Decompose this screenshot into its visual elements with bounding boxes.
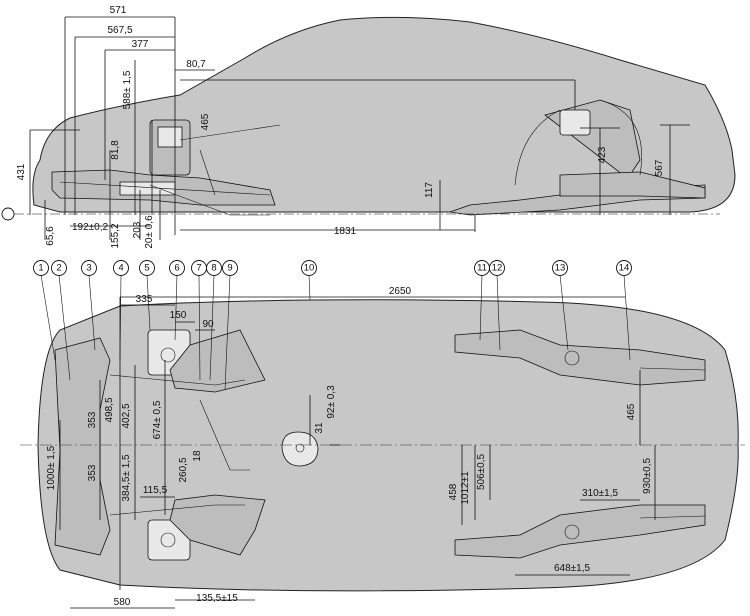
dim-431: 431 xyxy=(16,163,27,180)
callout-11-label: 11 xyxy=(477,263,487,274)
callout-8-label: 8 xyxy=(211,263,216,274)
callout-7: 7 xyxy=(191,260,207,276)
callout-13-label: 13 xyxy=(555,263,566,274)
callout-5-label: 5 xyxy=(144,263,149,274)
callout-1: 1 xyxy=(33,260,49,276)
dim-1000: 1000± 1,5 xyxy=(46,445,57,490)
dim-81-8: 81,8 xyxy=(110,140,121,160)
dim-310: 310±1,5 xyxy=(582,488,619,499)
callout-4: 4 xyxy=(113,260,129,276)
dim-31: 31 xyxy=(314,422,325,434)
callout-14: 14 xyxy=(616,260,632,276)
dim-588: 588± 1,5 xyxy=(122,70,133,109)
dim-192: 192±0,2 xyxy=(72,222,109,233)
callout-4-label: 4 xyxy=(118,263,123,274)
callout-12: 12 xyxy=(489,260,505,276)
dim-260-5: 260,5 xyxy=(178,457,189,482)
dim-384-5: 384,5± 1,5 xyxy=(121,454,132,502)
dim-115-5: 115,5 xyxy=(143,485,168,496)
dim-674: 674± 0,5 xyxy=(152,400,163,439)
dim-20-6: 20± 0,6 xyxy=(144,215,155,249)
callout-12-label: 12 xyxy=(492,263,503,274)
dim-150: 150 xyxy=(170,310,187,321)
dim-335: 335 xyxy=(136,294,153,305)
dim-377: 377 xyxy=(132,39,149,50)
callout-10-label: 10 xyxy=(304,263,315,274)
dim-65-6: 65,6 xyxy=(45,226,56,246)
callout-leaders xyxy=(40,274,631,391)
dim-353-bottom: 353 xyxy=(87,464,98,481)
dim-18: 18 xyxy=(192,450,203,462)
dim-458: 458 xyxy=(448,483,459,500)
callout-9-label: 9 xyxy=(227,263,232,274)
dim-90: 90 xyxy=(202,319,214,330)
callout-10: 10 xyxy=(301,260,317,276)
callout-6-label: 6 xyxy=(174,263,179,274)
dim-465-plan: 465 xyxy=(626,403,637,420)
side-view-front-structure xyxy=(51,119,281,216)
plan-view-center-plug xyxy=(281,431,319,467)
top-dimension-lines xyxy=(29,16,690,240)
dim-92: 92± 0,3 xyxy=(326,385,337,419)
callout-11: 11 xyxy=(474,260,490,276)
callout-9: 9 xyxy=(222,260,238,276)
callout-6: 6 xyxy=(169,260,185,276)
callout-5: 5 xyxy=(139,260,155,276)
dim-353-top: 353 xyxy=(87,411,98,428)
dim-506: 506±0,5 xyxy=(476,454,487,491)
dim-80-7: 80,7 xyxy=(186,59,206,70)
callout-14-label: 14 xyxy=(619,263,630,274)
callout-3-label: 3 xyxy=(86,263,91,274)
callout-8: 8 xyxy=(206,260,222,276)
datum-marker xyxy=(1,207,15,221)
dim-203: 203 xyxy=(132,221,143,238)
dim-567: 567 xyxy=(654,159,665,176)
callout-7-label: 7 xyxy=(196,263,201,274)
callout-13: 13 xyxy=(552,260,568,276)
plan-view-rear-structure xyxy=(454,329,706,559)
plan-dimension-lines xyxy=(59,296,656,609)
dim-580: 580 xyxy=(114,597,131,608)
callout-3: 3 xyxy=(81,260,97,276)
dim-117: 117 xyxy=(424,182,435,198)
callout-2: 2 xyxy=(51,260,67,276)
dim-648: 648±1,5 xyxy=(554,563,591,574)
dim-402-5: 402,5 xyxy=(121,403,132,428)
dim-1012: 1012±1 xyxy=(460,471,471,505)
dim-1831: 1831 xyxy=(334,226,357,237)
plan-view-body xyxy=(37,299,739,592)
callout-1-label: 1 xyxy=(38,263,43,274)
dim-155-2: 155,2 xyxy=(110,223,121,248)
dim-2650: 2650 xyxy=(389,286,412,297)
dim-135-5: 135,5±15 xyxy=(196,593,238,604)
plan-view-front-structure xyxy=(54,329,266,561)
dim-930: 930±0,5 xyxy=(642,458,653,495)
dim-571: 571 xyxy=(110,5,127,16)
dim-465-side: 465 xyxy=(200,113,211,130)
dim-567-5: 567,5 xyxy=(107,25,132,36)
dim-498-5: 498,5 xyxy=(104,397,115,422)
callout-2-label: 2 xyxy=(56,263,61,274)
side-view-body xyxy=(32,16,736,213)
side-view-rear-structure xyxy=(449,99,706,216)
dim-423: 423 xyxy=(597,146,608,163)
